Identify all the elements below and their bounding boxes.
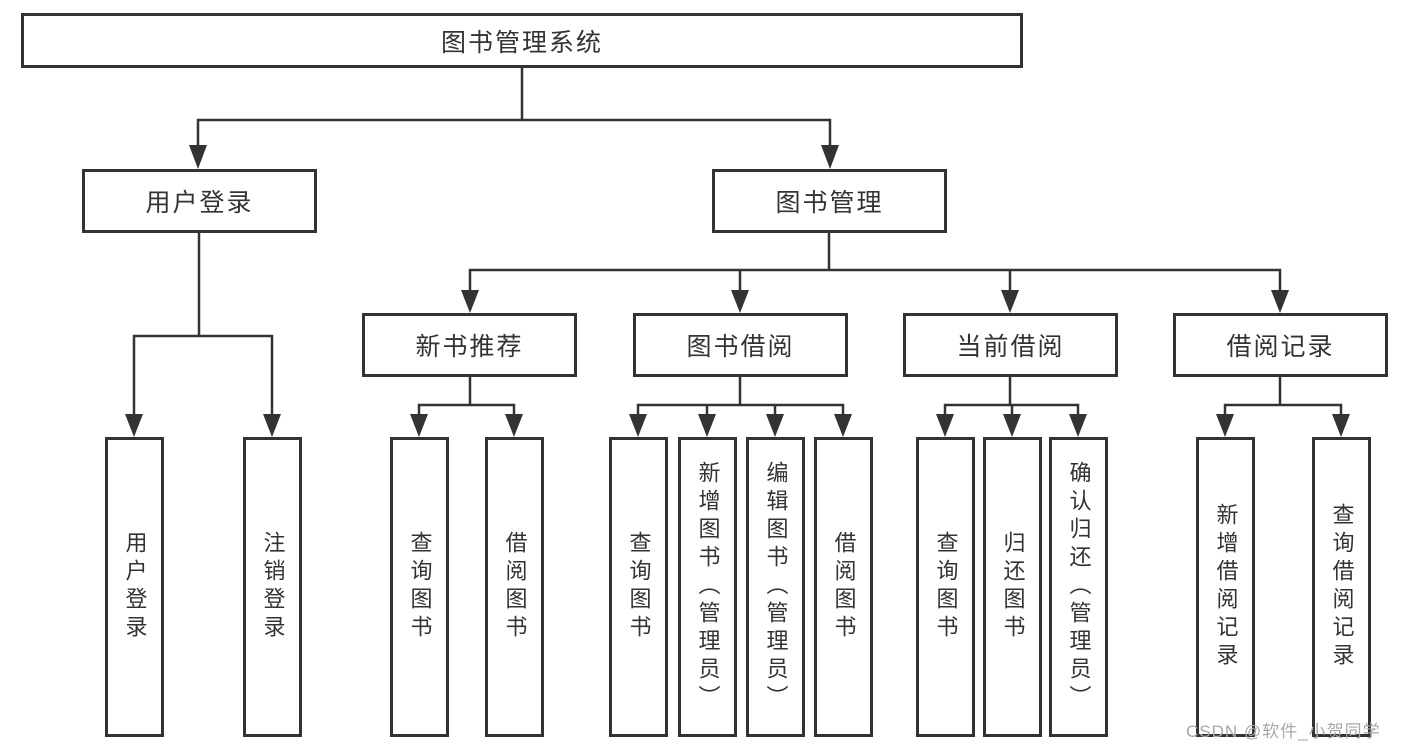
csdn-watermark: CSDN @软件_小贺同学 [1186,722,1381,741]
node-label: 借阅记录 [1226,333,1335,361]
node-label: 新增图书（管理员） [695,461,721,713]
node-label: 注销登录 [260,531,286,643]
arrowheads [125,145,1350,437]
node-label: 查询图书 [407,531,433,643]
node-library-management-system: 图书管理系统 [21,13,1023,68]
leaf-edit-book-admin: 编辑图书（管理员） [746,437,805,737]
leaf-query-borrow-record: 查询借阅记录 [1312,437,1371,737]
node-label: 查询借阅记录 [1329,503,1355,671]
node-book-borrowing: 图书借阅 [633,313,848,377]
node-label: 图书管理 [775,189,884,217]
leaf-query-books-borrowing: 查询图书 [609,437,668,737]
node-label: 借阅图书 [831,531,857,643]
node-label: 新增借阅记录 [1213,503,1239,671]
node-label: 图书管理系统 [440,28,603,57]
node-current-borrowing: 当前借阅 [903,313,1118,377]
leaf-borrow-books-borrowing: 借阅图书 [814,437,873,737]
leaf-borrow-books-recommend: 借阅图书 [485,437,544,737]
node-label: 新书推荐 [415,333,524,361]
node-label: 借阅图书 [502,531,528,643]
node-label: 图书借阅 [686,333,795,361]
node-user-login: 用户登录 [82,169,317,233]
node-label: 归还图书 [1000,531,1026,643]
node-label: 查询图书 [626,531,652,643]
node-new-book-recommendation: 新书推荐 [362,313,577,377]
node-book-management: 图书管理 [712,169,947,233]
node-borrowing-records: 借阅记录 [1173,313,1388,377]
leaf-query-books-recommend: 查询图书 [390,437,449,737]
leaf-add-borrow-record: 新增借阅记录 [1196,437,1255,737]
leaf-return-book: 归还图书 [983,437,1042,737]
node-label: 查询图书 [933,531,959,643]
node-label: 编辑图书（管理员） [763,461,789,713]
node-label: 确认归还（管理员） [1066,461,1092,713]
leaf-logout: 注销登录 [243,437,302,737]
node-label: 用户登录 [122,531,148,643]
leaf-confirm-return-admin: 确认归还（管理员） [1049,437,1108,737]
leaf-query-books-current: 查询图书 [916,437,975,737]
leaf-add-book-admin: 新增图书（管理员） [678,437,737,737]
node-label: 用户登录 [145,189,254,217]
node-label: 当前借阅 [956,333,1065,361]
leaf-user-login: 用户登录 [105,437,164,737]
